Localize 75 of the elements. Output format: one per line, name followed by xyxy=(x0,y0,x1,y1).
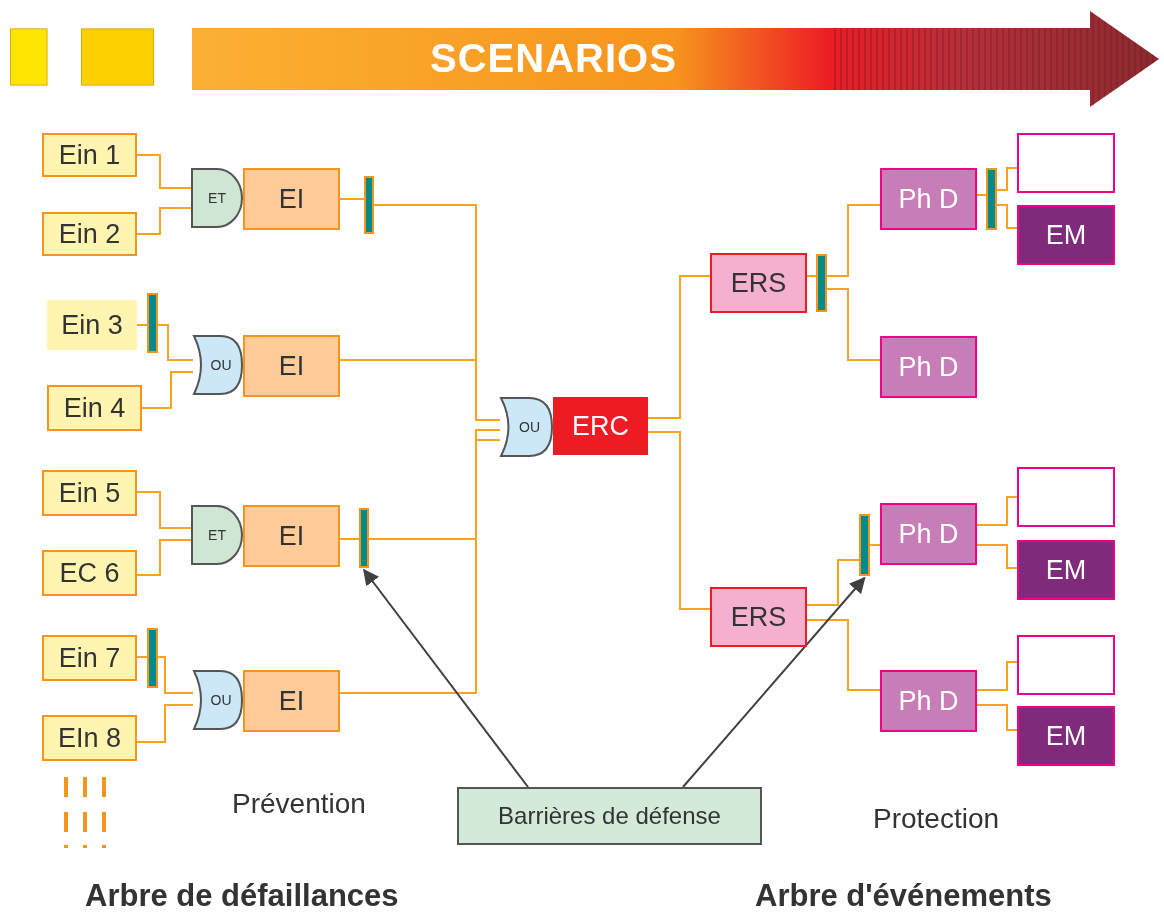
event-box: Ein 1 xyxy=(42,133,137,177)
section-label: Protection xyxy=(873,803,1000,835)
connector-line xyxy=(157,324,194,361)
event-box: EIn 8 xyxy=(42,715,137,761)
event-box: EM xyxy=(1017,540,1115,600)
connector-line xyxy=(976,704,1018,731)
gate-label: OU xyxy=(209,692,232,708)
connector-line xyxy=(806,275,817,277)
connector-line xyxy=(157,656,194,694)
connector-line xyxy=(136,207,192,235)
connector-line xyxy=(339,198,365,200)
event-box: Ph D xyxy=(880,336,977,398)
barrier-bar xyxy=(364,176,374,234)
barrier-bar xyxy=(816,254,827,312)
gate-label: ET xyxy=(208,527,226,543)
connector-line xyxy=(136,154,192,189)
barrier-bar xyxy=(147,628,158,688)
event-box: Ein 5 xyxy=(42,470,137,516)
barrier-box: Barrières de défense xyxy=(457,787,762,845)
connector-line xyxy=(806,619,881,691)
event-box: EM xyxy=(1017,205,1115,265)
connector-line xyxy=(647,431,711,610)
connector-line xyxy=(339,538,360,540)
connector-line xyxy=(136,539,192,576)
pointer-arrow xyxy=(682,576,866,788)
barrier-bar xyxy=(147,293,158,353)
gate-label: OU xyxy=(209,357,232,373)
empty-box xyxy=(1017,133,1115,193)
connector-line xyxy=(869,544,881,546)
empty-box xyxy=(1017,635,1115,695)
connector-line xyxy=(136,704,194,743)
event-box: EC 6 xyxy=(42,550,137,596)
connector-line xyxy=(826,204,881,277)
connector-line xyxy=(136,656,148,658)
connector-line xyxy=(976,661,1018,691)
barrier-bar xyxy=(859,514,870,576)
connector-line xyxy=(976,544,1018,569)
event-box: EI xyxy=(243,505,340,567)
event-box: Ph D xyxy=(880,503,977,565)
section-label: Prévention xyxy=(232,788,366,820)
connector-line xyxy=(141,371,194,409)
event-box: EI xyxy=(243,670,340,732)
event-box: Ein 2 xyxy=(42,212,137,256)
event-box: EM xyxy=(1017,706,1115,766)
empty-box xyxy=(1017,467,1115,527)
connector-line xyxy=(976,194,987,196)
event-box: ERS xyxy=(710,587,807,647)
barrier-bar xyxy=(986,168,997,230)
connector-line xyxy=(806,559,860,606)
event-box: EI xyxy=(243,168,340,230)
connector-line xyxy=(136,491,192,529)
connector-line xyxy=(339,359,501,421)
section-heading: Arbre d'événements xyxy=(755,878,1052,914)
gate-label: ET xyxy=(208,190,226,206)
connector-line xyxy=(976,496,1018,526)
event-box: Ein 7 xyxy=(42,635,137,681)
connector-line xyxy=(368,429,501,540)
barrier-bar xyxy=(359,508,369,568)
event-box: ERS xyxy=(710,253,807,313)
event-box: Ein 3 xyxy=(47,300,137,350)
event-box: Ph D xyxy=(880,168,977,230)
connector-line xyxy=(996,204,1018,229)
event-box: Ph D xyxy=(880,670,977,732)
event-box: Ein 4 xyxy=(47,385,142,431)
connector-line xyxy=(339,439,501,694)
pointer-arrow xyxy=(363,568,529,788)
connector-line xyxy=(136,324,148,326)
connector-line xyxy=(826,288,881,361)
section-heading: Arbre de défaillances xyxy=(85,878,399,914)
gate-label: OU xyxy=(518,419,540,435)
event-box: EI xyxy=(243,335,340,397)
diagram-title: SCENARIOS xyxy=(430,36,677,81)
connector-line xyxy=(996,167,1018,191)
connector-line xyxy=(647,275,711,419)
central-event-box: ERC xyxy=(553,397,648,455)
